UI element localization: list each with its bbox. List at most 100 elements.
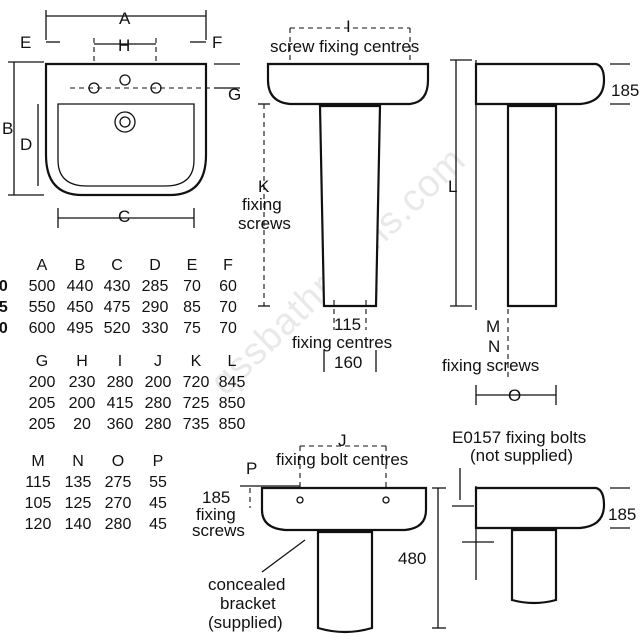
header-cell: L bbox=[227, 353, 237, 370]
k-screws: screws bbox=[238, 214, 291, 233]
table-cell: 275 bbox=[104, 474, 132, 491]
table-cell: 500 bbox=[28, 278, 56, 295]
label-P: P bbox=[246, 459, 258, 478]
table-cell: 115 bbox=[25, 474, 51, 491]
table-cell: 415 bbox=[106, 395, 134, 412]
table-cell: 70 bbox=[219, 299, 237, 316]
header-cell: G bbox=[35, 353, 49, 370]
table-cell: 440 bbox=[66, 278, 94, 295]
label-C: C bbox=[118, 207, 131, 226]
label-H: H bbox=[118, 36, 131, 55]
table-cell: 850 bbox=[218, 395, 246, 412]
header-cell: A bbox=[36, 257, 48, 274]
semi-dim-480: 480 bbox=[398, 549, 427, 568]
header-cell: D bbox=[149, 257, 161, 274]
header-cell: E bbox=[186, 257, 198, 274]
dim-160: 160 bbox=[334, 353, 363, 372]
table-cell: 725 bbox=[182, 395, 210, 412]
label-B: B bbox=[2, 119, 14, 138]
label-L: L bbox=[448, 177, 458, 196]
table-cell: 495 bbox=[66, 320, 94, 337]
table-cell: 850 bbox=[218, 416, 246, 433]
label-F: F bbox=[212, 33, 223, 52]
dimension-table-1: A B C D E F 50 500 440 430 285 70 60 55 … bbox=[0, 256, 250, 340]
label-O: O bbox=[508, 386, 522, 405]
label-E: E bbox=[20, 33, 32, 52]
table-cell: 280 bbox=[144, 416, 172, 433]
header-cell: P bbox=[152, 453, 164, 470]
table-cell: 120 bbox=[24, 516, 52, 533]
table-cell: 330 bbox=[141, 320, 169, 337]
table-cell: 140 bbox=[64, 516, 92, 533]
semi-dim-185: 185 bbox=[202, 488, 231, 507]
not-supplied-text: (not supplied) bbox=[470, 446, 574, 465]
semi-pedestal-front bbox=[240, 445, 428, 634]
screw-fixing-centres: screw fixing centres bbox=[270, 37, 420, 56]
fixing-centres: fixing centres bbox=[292, 333, 393, 352]
dim-185-top: 185 bbox=[611, 81, 640, 100]
row-key: 55 bbox=[0, 299, 8, 316]
row-key: 50 bbox=[0, 278, 8, 295]
header-cell: N bbox=[72, 453, 84, 470]
semi-side-dim-185: 185 bbox=[608, 505, 637, 524]
table-cell: 285 bbox=[141, 278, 169, 295]
semi-fixing: fixing bbox=[196, 505, 236, 524]
table-cell: 20 bbox=[73, 416, 91, 433]
table-cell: 520 bbox=[103, 320, 131, 337]
supplied-text: (supplied) bbox=[208, 613, 283, 632]
header-cell: H bbox=[76, 353, 88, 370]
label-G: G bbox=[228, 85, 242, 104]
header-cell: K bbox=[190, 353, 202, 370]
table-cell: 475 bbox=[103, 299, 131, 316]
header-cell: O bbox=[111, 453, 125, 470]
header-cell: M bbox=[31, 453, 45, 470]
row-key: 60 bbox=[0, 320, 8, 337]
table-cell: 105 bbox=[24, 495, 52, 512]
table-cell: 280 bbox=[106, 374, 134, 391]
e0157-fixing-bolts: E0157 fixing bolts bbox=[452, 428, 587, 447]
table-cell: 45 bbox=[149, 516, 167, 533]
label-K: K bbox=[258, 177, 270, 196]
table-cell: 280 bbox=[144, 395, 172, 412]
table-cell: 230 bbox=[68, 374, 96, 391]
concealed-text: concealed bbox=[208, 575, 286, 594]
table-cell: 135 bbox=[64, 474, 92, 491]
table-cell: 600 bbox=[28, 320, 56, 337]
header-cell: F bbox=[223, 257, 233, 274]
table-cell: 205 bbox=[28, 416, 56, 433]
header-cell: J bbox=[154, 353, 162, 370]
n-fixing-screws: fixing screws bbox=[442, 356, 540, 375]
table-cell: 60 bbox=[219, 278, 237, 295]
label-J: J bbox=[338, 431, 347, 450]
table-cell: 70 bbox=[183, 278, 201, 295]
table-cell: 200 bbox=[144, 374, 172, 391]
fixing-bolt-centres: fixing bolt centres bbox=[276, 450, 409, 469]
table-cell: 200 bbox=[68, 395, 96, 412]
table-cell: 85 bbox=[183, 299, 201, 316]
header-cell: C bbox=[111, 257, 123, 274]
bracket-text: bracket bbox=[220, 594, 276, 613]
table-cell: 75 bbox=[183, 320, 201, 337]
front-view-basin bbox=[8, 10, 240, 228]
label-D: D bbox=[20, 135, 33, 154]
table-cell: 735 bbox=[182, 416, 210, 433]
table-cell: 270 bbox=[104, 495, 132, 512]
table-cell: 720 bbox=[182, 374, 210, 391]
semi-pedestal-side bbox=[432, 468, 630, 629]
header-cell: B bbox=[74, 257, 86, 274]
pedestal-side-view-2 bbox=[450, 59, 630, 405]
table-cell: 290 bbox=[141, 299, 169, 316]
dimension-table-3: M N O P 115 135 275 55 105 125 270 45 12… bbox=[0, 452, 190, 536]
table-cell: 280 bbox=[104, 516, 132, 533]
table-cell: 430 bbox=[103, 278, 131, 295]
label-N: N bbox=[488, 337, 501, 356]
label-A: A bbox=[119, 9, 131, 28]
table-cell: 845 bbox=[218, 374, 246, 391]
k-fixing: fixing bbox=[242, 195, 282, 214]
table-cell: 55 bbox=[149, 474, 167, 491]
table-cell: 550 bbox=[28, 299, 56, 316]
table-cell: 125 bbox=[64, 495, 92, 512]
table-cell: 360 bbox=[106, 416, 134, 433]
semi-screws: screws bbox=[192, 521, 245, 540]
